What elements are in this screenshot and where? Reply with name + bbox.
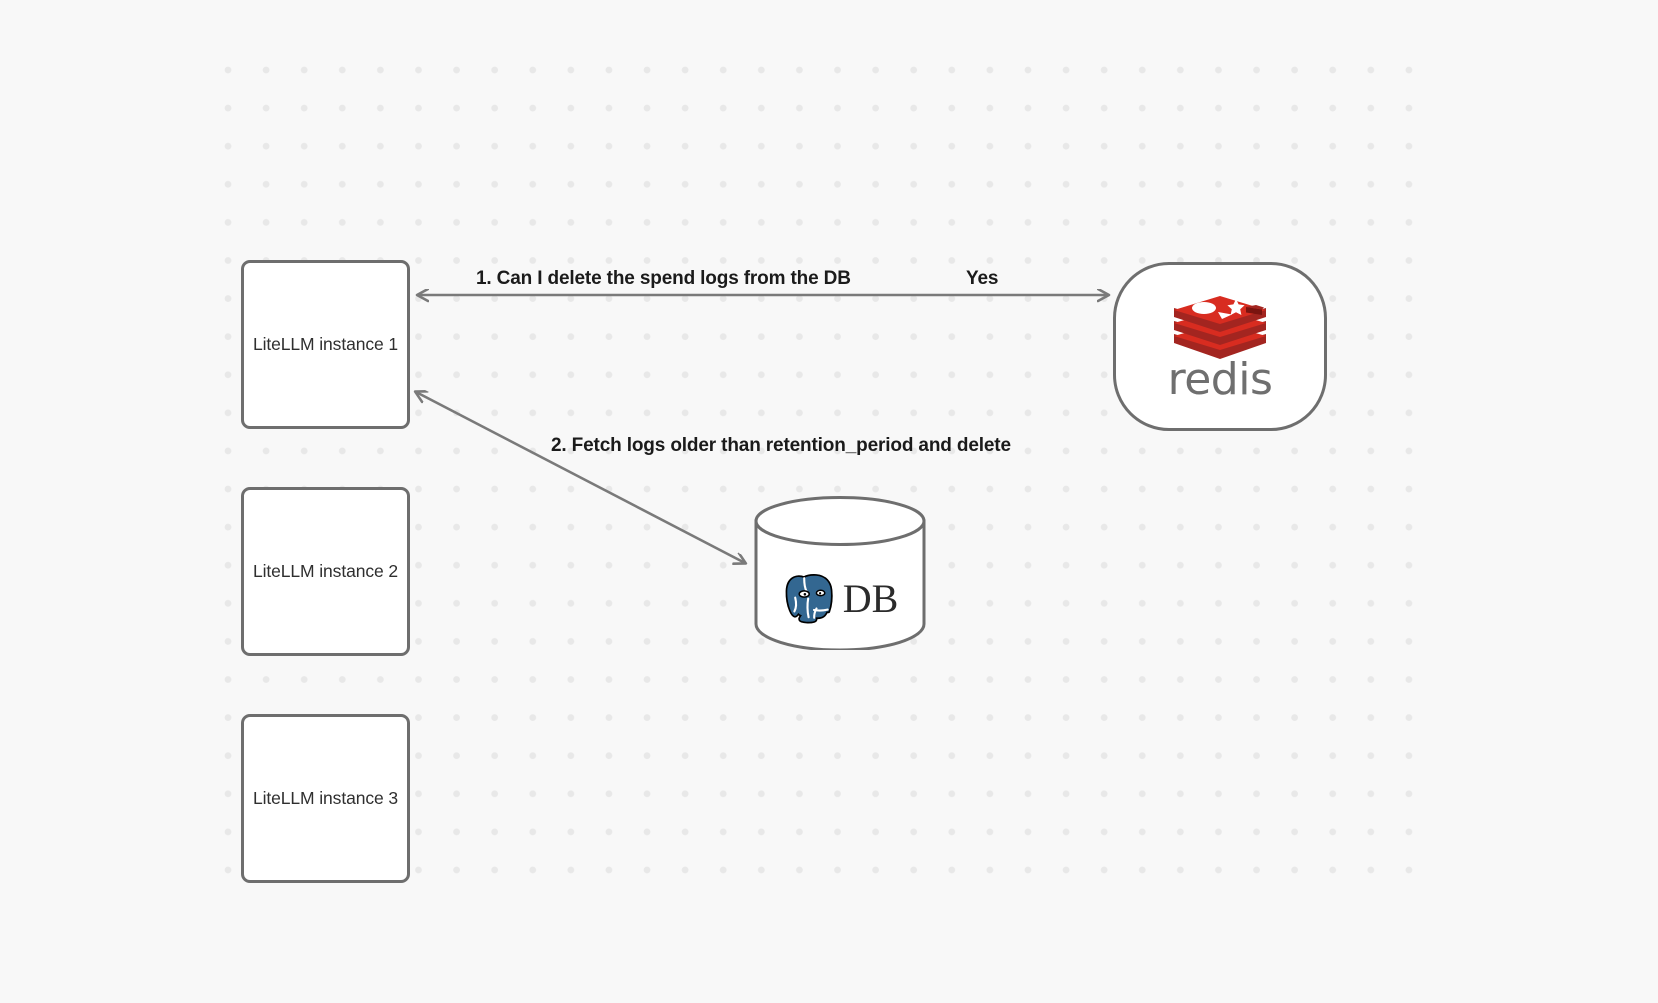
db-label: DB bbox=[842, 576, 899, 621]
node-litellm-instance-1[interactable]: LiteLLM instance 1 bbox=[241, 260, 410, 429]
postgresql-elephant-icon bbox=[785, 573, 833, 623]
edge-label-step-1-reply: Yes bbox=[966, 268, 999, 289]
redis-wordmark: redis bbox=[1167, 353, 1273, 405]
node-label: LiteLLM instance 1 bbox=[252, 334, 399, 354]
node-redis[interactable]: redis bbox=[1113, 262, 1327, 431]
edge-label-step-1: 1. Can I delete the spend logs from the … bbox=[476, 268, 851, 289]
node-database[interactable]: DB bbox=[753, 495, 927, 650]
node-litellm-instance-3[interactable]: LiteLLM instance 3 bbox=[241, 714, 410, 883]
node-litellm-instance-2[interactable]: LiteLLM instance 2 bbox=[241, 487, 410, 656]
redis-logo-icon bbox=[1174, 295, 1266, 359]
edge-label-step-2: 2. Fetch logs older than retention_perio… bbox=[551, 435, 1011, 456]
edge-litellm1-db[interactable] bbox=[416, 392, 745, 563]
node-label: LiteLLM instance 3 bbox=[252, 788, 399, 808]
node-label: LiteLLM instance 2 bbox=[252, 561, 399, 581]
